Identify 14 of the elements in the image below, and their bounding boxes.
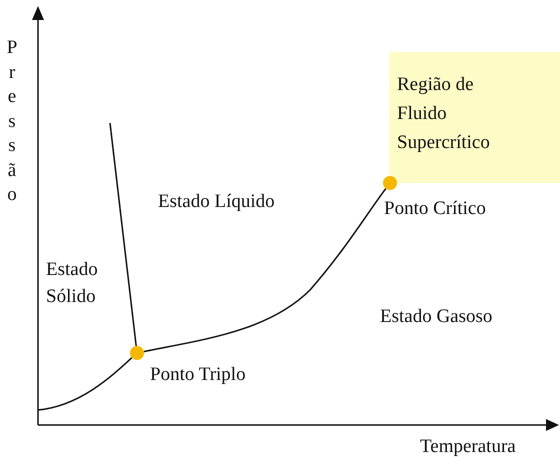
region-label: Região de Fluido Supercrítico <box>397 73 491 155</box>
phase-boundary-curve <box>109 122 137 346</box>
phase-boundary-curve <box>144 188 386 352</box>
axis-label: Temperatura <box>420 435 516 459</box>
axis-label: Pressão <box>6 36 18 207</box>
phase-label: Estado Gasoso <box>380 305 492 329</box>
phase-boundary-curve <box>38 357 132 411</box>
point-label: Ponto Crítico <box>384 197 486 221</box>
point-marker <box>130 346 144 360</box>
point-label: Ponto Triplo <box>150 363 246 387</box>
point-marker <box>383 176 397 190</box>
phase-label: Estado Sólido <box>46 258 99 309</box>
phase-label: Estado Líquido <box>158 190 275 214</box>
supercritical-region <box>389 52 560 183</box>
